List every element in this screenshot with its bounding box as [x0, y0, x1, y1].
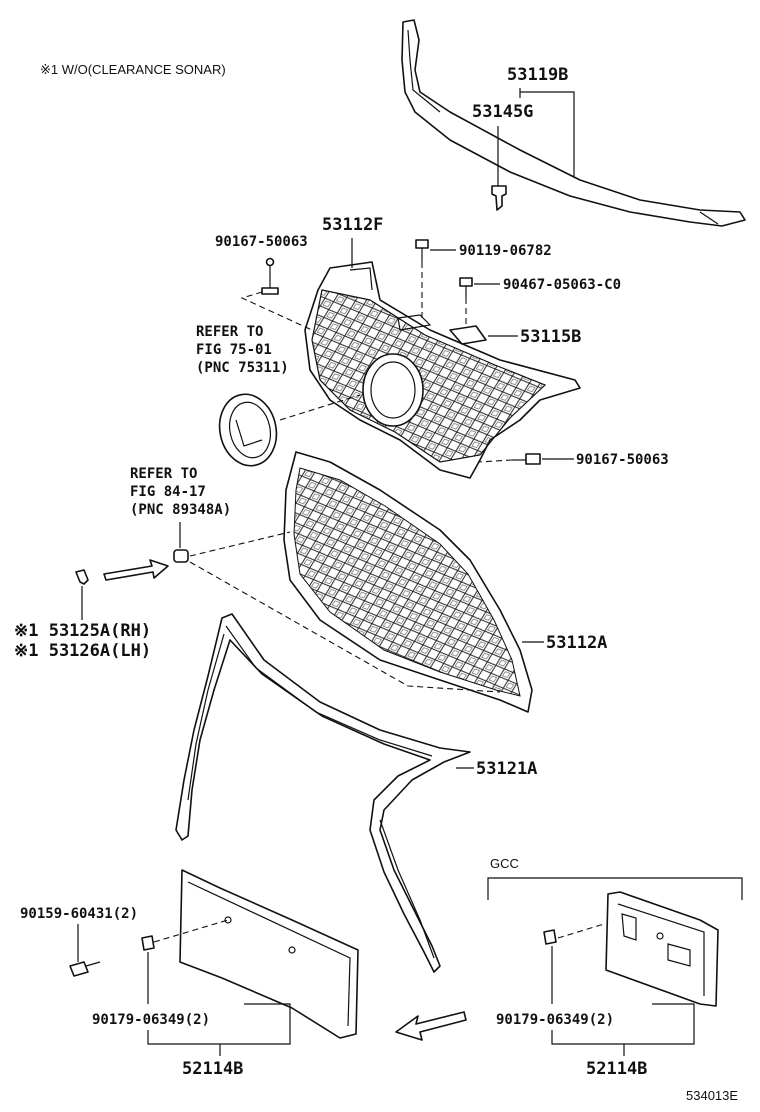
gcc-bracket-line [487, 877, 743, 900]
ref-fig-75-01-line3: (PNC 75311) [196, 360, 289, 376]
bolt-90167-50063-upper [261, 257, 279, 295]
label-53125A-RH: ※1 53125A(RH) [14, 621, 151, 641]
ref-fig-84-17-line3: (PNC 89348A) [130, 502, 231, 518]
label-90179-06349-left: 90179-06349(2) [92, 1012, 210, 1028]
grille-surround-molding-53121A [175, 613, 471, 973]
bolt-90159-60431 [69, 961, 101, 977]
ref-fig-84-17-line1: REFER TO [130, 466, 197, 482]
install-arrow-lower [395, 1011, 467, 1041]
upper-molding-53119B [401, 19, 746, 227]
radiator-grille-frame-53112F [304, 261, 581, 479]
emblem [218, 393, 278, 467]
applicability-note: ※1 W/O(CLEARANCE SONAR) [40, 62, 226, 77]
gcc-label: GCC [490, 856, 519, 871]
label-53115B: 53115B [520, 327, 581, 347]
label-53112F: 53112F [322, 215, 383, 235]
ref-fig-75-01-line2: FIG 75-01 [196, 342, 272, 358]
label-53121A: 53121A [476, 759, 537, 779]
nut-90179-06349-gcc [543, 929, 557, 945]
ref-fig-75-01-line1: REFER TO [196, 324, 263, 340]
cover-53125A-53126A [75, 569, 89, 585]
bolt-90167-50063-lower [512, 453, 541, 465]
label-90467-05063-C0: 90467-05063-C0 [503, 277, 621, 293]
label-90167-50063-upper: 90167-50063 [215, 234, 308, 250]
nut-90179-06349-left [141, 935, 155, 951]
license-bracket-52114B-gcc [605, 891, 719, 1007]
label-90159-60431: 90159-60431(2) [20, 906, 138, 922]
label-53119B: 53119B [507, 65, 568, 85]
bracket-53115B [449, 325, 487, 345]
label-52114B-gcc: 52114B [586, 1059, 647, 1079]
label-90119-06782: 90119-06782 [459, 243, 552, 259]
label-53112A: 53112A [546, 633, 607, 653]
label-90167-50063-lower: 90167-50063 [576, 452, 669, 468]
license-bracket-52114B-left [179, 869, 359, 1039]
lower-grille-mesh-53112A [283, 451, 533, 713]
label-90179-06349-gcc: 90179-06349(2) [496, 1012, 614, 1028]
clip-90467-05063-C0 [459, 277, 473, 298]
screw-90119-06782 [415, 239, 429, 262]
sensor-retainer [173, 549, 189, 563]
label-53145G: 53145G [472, 102, 533, 122]
figure-id: 534013E [686, 1088, 738, 1103]
clip-53145G [491, 185, 507, 211]
label-52114B-left: 52114B [182, 1059, 243, 1079]
ref-fig-84-17-line2: FIG 84-17 [130, 484, 206, 500]
install-arrow-upper [103, 559, 169, 581]
label-53126A-LH: ※1 53126A(LH) [14, 641, 151, 661]
